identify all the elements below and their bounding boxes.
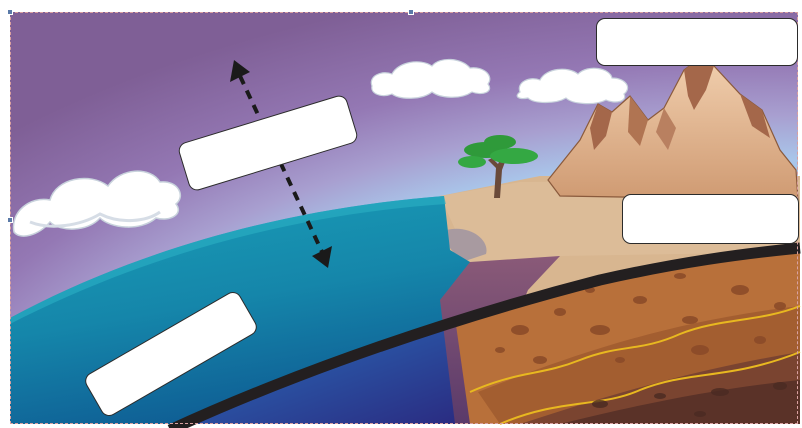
label-box-lithosphere[interactable] bbox=[622, 194, 799, 244]
resize-handle[interactable] bbox=[7, 9, 13, 15]
resize-handle[interactable] bbox=[408, 9, 414, 15]
resize-handle[interactable] bbox=[7, 217, 13, 223]
label-box-sky-top-right[interactable] bbox=[596, 18, 798, 66]
